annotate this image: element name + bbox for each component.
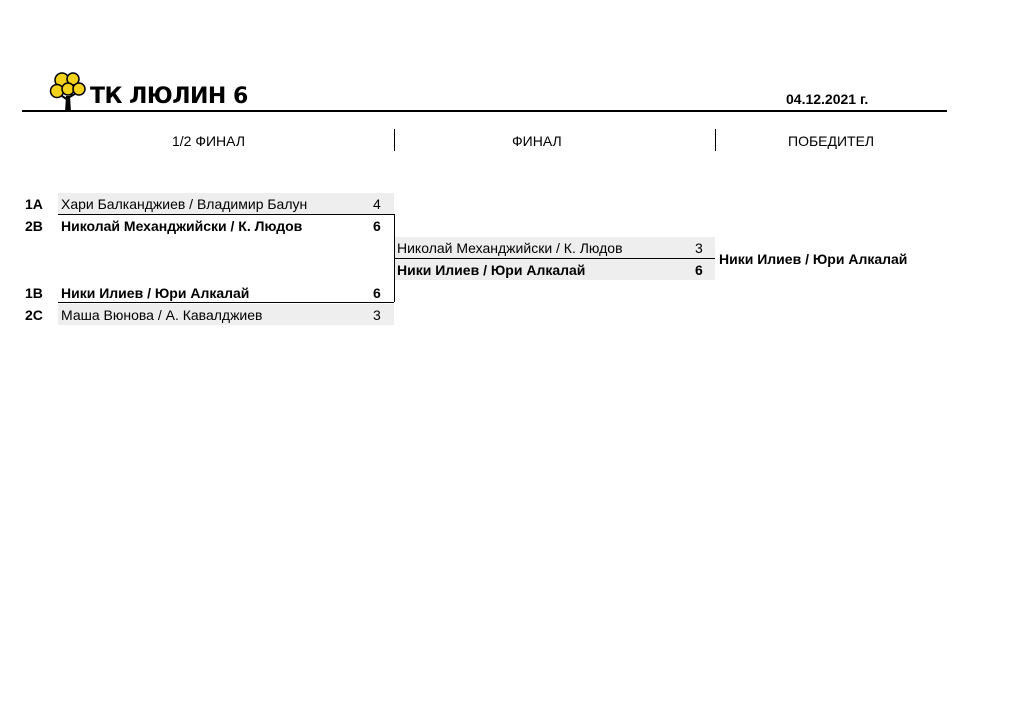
column-header-winner: ПОБЕДИТЕЛ	[788, 133, 875, 149]
semifinal-entry: Маша Вюнова / А. Кавалджиев 3	[58, 304, 394, 325]
header-divider	[22, 110, 947, 112]
final-entry-winner: Ники Илиев / Юри Алкалай 6	[395, 259, 715, 280]
semifinal-entry-winner: Ники Илиев / Юри Алкалай 6	[58, 282, 394, 303]
team-score: 3	[373, 306, 381, 323]
seed-label: 1B	[25, 284, 43, 301]
column-header-semifinal: 1/2 ФИНАЛ	[172, 133, 246, 149]
semifinal-entry: Хари Балканджиев / Владимир Балун 4	[58, 193, 394, 214]
bracket-line	[395, 258, 715, 259]
team-score: 3	[695, 239, 703, 256]
bracket-line	[58, 214, 394, 215]
seed-label: 2B	[25, 217, 43, 234]
column-separator	[715, 129, 716, 151]
team-name: Николай Механджийски / К. Людов	[397, 239, 623, 256]
team-score: 4	[373, 195, 381, 212]
team-name: Николай Механджийски / К. Людов	[61, 217, 303, 234]
seed-label: 2C	[25, 306, 43, 323]
event-date: 04.12.2021 г.	[786, 91, 869, 107]
team-name: Хари Балканджиев / Владимир Балун	[61, 195, 308, 212]
champion-name: Ники Илиев / Юри Алкалай	[719, 250, 908, 267]
final-entry: Николай Механджийски / К. Людов 3	[395, 237, 715, 258]
tree-logo-icon	[49, 72, 86, 112]
team-name: Маша Вюнова / А. Кавалджиев	[61, 306, 263, 323]
team-name: Ники Илиев / Юри Алкалай	[397, 261, 586, 278]
team-score: 6	[373, 284, 381, 301]
bracket-line	[58, 302, 394, 303]
club-title: ТК ЛЮЛИН 6	[90, 84, 248, 109]
semifinal-entry-winner: Николай Механджийски / К. Людов 6	[58, 215, 394, 236]
seed-label: 1A	[25, 195, 43, 212]
team-score: 6	[373, 217, 381, 234]
column-header-final: ФИНАЛ	[512, 133, 562, 149]
bracket-line	[394, 214, 395, 302]
team-score: 6	[695, 261, 703, 278]
column-separator	[394, 129, 395, 151]
team-name: Ники Илиев / Юри Алкалай	[61, 284, 250, 301]
